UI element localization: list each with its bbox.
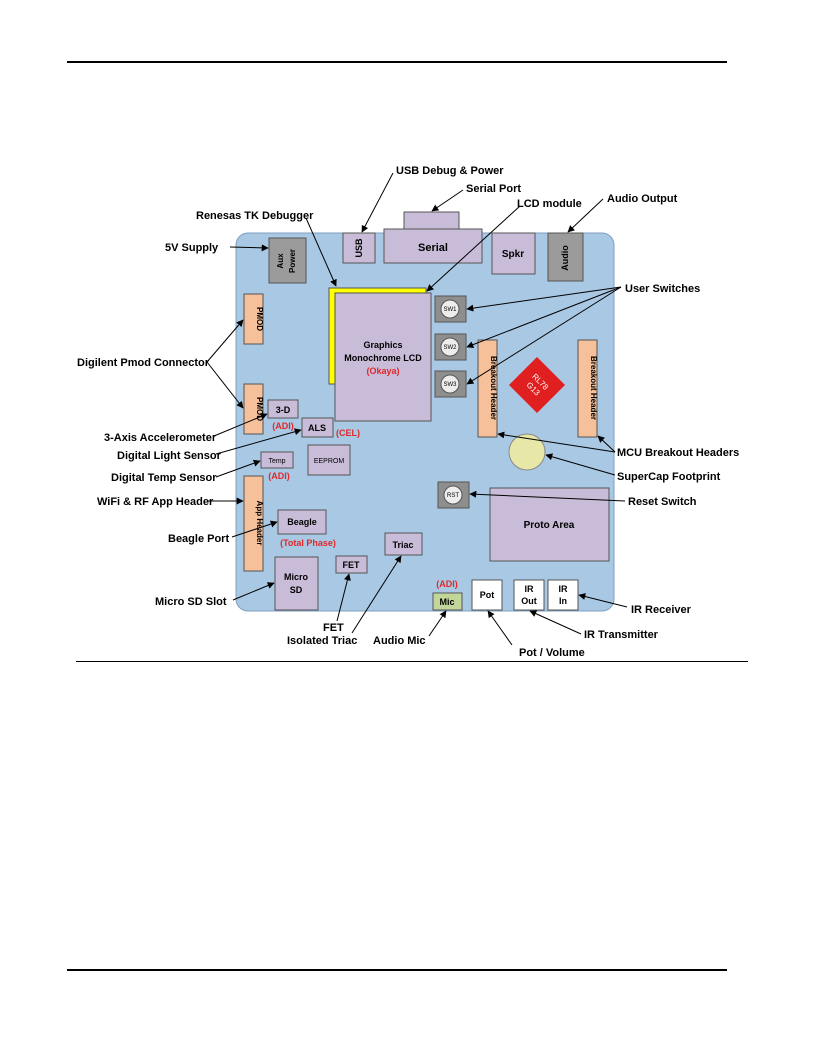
usb-connector: USB	[342, 232, 376, 264]
temp-sensor-chip: Temp (ADI)	[260, 451, 294, 481]
callout-accelerometer: 3-Axis Accelerometer	[104, 432, 217, 444]
app-header: App Header	[243, 475, 264, 572]
callout-pmod-connector: Digilent Pmod Connector	[77, 357, 210, 369]
pmod-header-top: PMOD	[243, 293, 264, 345]
svg-text:SW1: SW1	[443, 307, 457, 313]
svg-text:Audio: Audio	[560, 245, 570, 271]
pot: Pot	[471, 579, 503, 611]
fet: FET	[335, 555, 368, 574]
supercap-footprint	[508, 433, 546, 471]
svg-text:(ADI): (ADI)	[268, 471, 290, 481]
switch-sw1: SW1	[434, 295, 467, 323]
callout-audio-mic: Audio Mic	[373, 635, 426, 647]
svg-text:Triac: Triac	[392, 540, 413, 550]
svg-text:FET: FET	[343, 560, 361, 570]
aux-power-connector: Aux Power	[268, 237, 307, 284]
breakout-header-left: Breakout Header	[477, 339, 498, 438]
callout-ir-transmitter: IR Transmitter	[584, 629, 659, 641]
bottom-rule	[67, 969, 727, 971]
svg-text:Temp: Temp	[268, 458, 285, 465]
svg-text:ALS: ALS	[308, 423, 326, 433]
callout-user-switches: User Switches	[625, 283, 700, 295]
eeprom-chip: EEPROM	[307, 444, 351, 476]
callout-serial-port: Serial Port	[466, 183, 521, 195]
mic: (ADI) Mic	[432, 579, 463, 611]
callout-light-sensor: Digital Light Sensor	[117, 450, 222, 462]
proto-area: Proto Area	[489, 487, 610, 562]
svg-text:Power: Power	[288, 249, 297, 273]
triac: Triac	[384, 532, 423, 556]
callout-reset-switch: Reset Switch	[628, 496, 697, 508]
callout-fet: FET	[323, 622, 344, 634]
speaker: Spkr	[491, 232, 536, 275]
serial-connector: Serial	[383, 211, 483, 264]
svg-text:Spkr: Spkr	[502, 249, 524, 260]
callout-usb-debug: USB Debug & Power	[396, 165, 504, 177]
beagle-port: Beagle (Total Phase)	[277, 509, 336, 548]
svg-text:Aux: Aux	[276, 253, 285, 269]
svg-text:SW2: SW2	[443, 345, 457, 351]
mcu-chip: RL78 G13	[509, 357, 565, 413]
callout-isolated-triac: Isolated Triac	[287, 635, 357, 647]
svg-text:(ADI): (ADI)	[272, 421, 294, 431]
callout-wifi-header: WiFi & RF App Header	[97, 496, 214, 508]
svg-text:Graphics: Graphics	[363, 340, 402, 350]
callout-5v-supply: 5V Supply	[165, 242, 219, 254]
als-chip: ALS (CEL)	[301, 417, 360, 438]
micro-sd-slot: Micro SD	[274, 556, 319, 611]
audio-connector: Audio	[547, 232, 584, 282]
callout-renesas-debugger: Renesas TK Debugger	[196, 210, 314, 222]
ir-out: IR Out	[513, 579, 545, 611]
pmod-header-bottom: PMOD	[243, 383, 264, 435]
accelerometer-chip: 3-D (ADI)	[267, 399, 299, 431]
svg-text:EEPROM: EEPROM	[314, 458, 345, 465]
svg-text:(Okaya): (Okaya)	[366, 366, 399, 376]
svg-text:IR: IR	[525, 584, 535, 594]
svg-text:(ADI): (ADI)	[436, 579, 458, 589]
svg-text:RST: RST	[447, 493, 459, 499]
svg-text:Proto Area: Proto Area	[524, 520, 575, 531]
top-rule	[67, 61, 727, 63]
svg-text:Serial: Serial	[418, 242, 448, 254]
svg-text:USB: USB	[354, 238, 364, 258]
svg-text:Pot: Pot	[480, 590, 495, 600]
svg-text:Out: Out	[521, 596, 537, 606]
svg-text:IR: IR	[559, 584, 569, 594]
svg-text:Breakout Header: Breakout Header	[489, 356, 498, 420]
ir-in: IR In	[547, 579, 579, 611]
callout-mcu-breakout: MCU Breakout Headers	[617, 447, 739, 459]
svg-text:PMOD: PMOD	[255, 307, 264, 331]
svg-text:Beagle: Beagle	[287, 517, 317, 527]
callout-audio-output: Audio Output	[607, 193, 678, 205]
callout-ir-receiver: IR Receiver	[631, 604, 692, 616]
svg-text:Micro: Micro	[284, 572, 309, 582]
switch-sw2: SW2	[434, 333, 467, 361]
svg-text:PMOD: PMOD	[255, 397, 264, 421]
svg-text:SW3: SW3	[443, 382, 457, 388]
lcd-module: Graphics Monochrome LCD (Okaya)	[328, 287, 432, 422]
callout-pot-volume: Pot / Volume	[519, 647, 585, 659]
switch-sw3: SW3	[434, 370, 467, 398]
svg-text:In: In	[559, 596, 567, 606]
callout-beagle-port: Beagle Port	[168, 533, 229, 545]
callout-lcd-module: LCD module	[517, 198, 582, 210]
svg-text:3-D: 3-D	[276, 405, 291, 415]
callout-lines	[206, 172, 628, 646]
svg-text:Breakout Header: Breakout Header	[589, 356, 598, 420]
svg-text:(CEL): (CEL)	[336, 428, 360, 438]
callout-micro-sd: Micro SD Slot	[155, 596, 227, 608]
svg-text:SD: SD	[290, 585, 303, 595]
svg-text:Monochrome LCD: Monochrome LCD	[344, 353, 422, 363]
callout-temp-sensor: Digital Temp Sensor	[111, 472, 217, 484]
caption-rule	[76, 661, 748, 662]
breakout-header-right: Breakout Header	[577, 339, 598, 438]
callout-supercap: SuperCap Footprint	[617, 471, 721, 483]
reset-switch: RST	[437, 481, 470, 509]
svg-text:(Total Phase): (Total Phase)	[280, 538, 336, 548]
svg-text:Mic: Mic	[439, 597, 454, 607]
svg-text:App Header: App Header	[255, 501, 264, 546]
